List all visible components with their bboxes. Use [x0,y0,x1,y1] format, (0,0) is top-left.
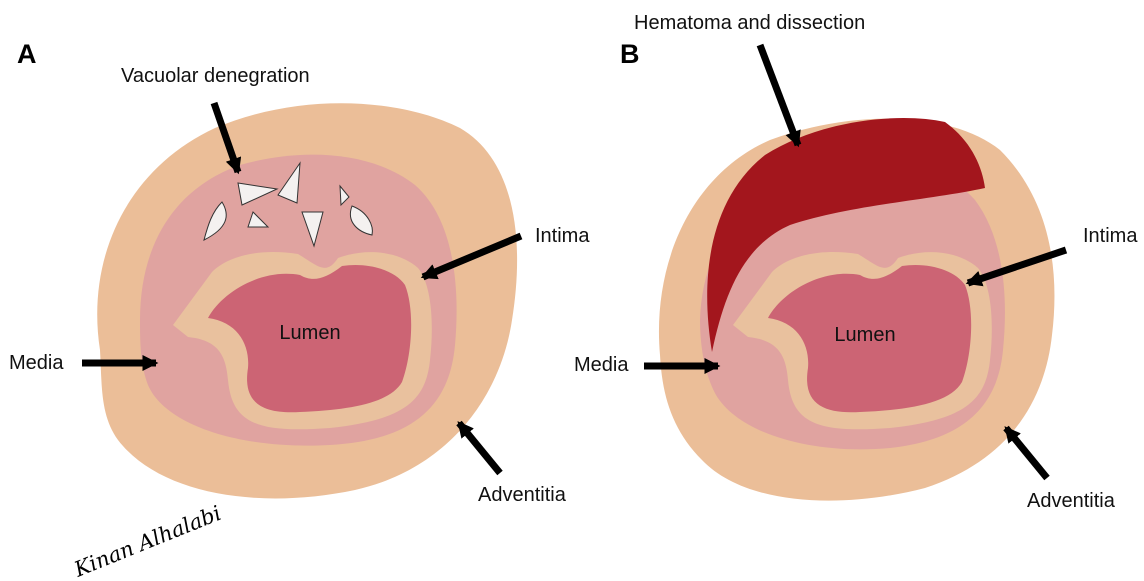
panel-letter-a: A [17,39,37,69]
adventitia-label: Adventitia [1027,490,1116,512]
author-signature: Kinan Alhalabi [70,501,225,581]
lumen-label: Lumen [834,324,895,346]
panel-letter-b: B [620,39,640,69]
panel-b: B Lumen Intima Media Adventitia Hematoma… [574,12,1138,512]
hematoma-arrow [760,45,798,145]
intima-label: Intima [1083,225,1138,247]
adventitia-label: Adventitia [478,484,567,506]
panel-a: A Lumen Intima Media Adventitia Vacuolar… [9,39,590,506]
media-label: Media [574,354,629,376]
media-label: Media [9,352,64,374]
vacuolar-degeneration-label: Vacuolar denegration [121,65,310,87]
adventitia-arrow [1006,428,1047,478]
adventitia-arrow [459,423,500,473]
intima-label: Intima [535,225,590,247]
lumen-label: Lumen [279,322,340,344]
hematoma-dissection-label: Hematoma and dissection [634,12,865,34]
